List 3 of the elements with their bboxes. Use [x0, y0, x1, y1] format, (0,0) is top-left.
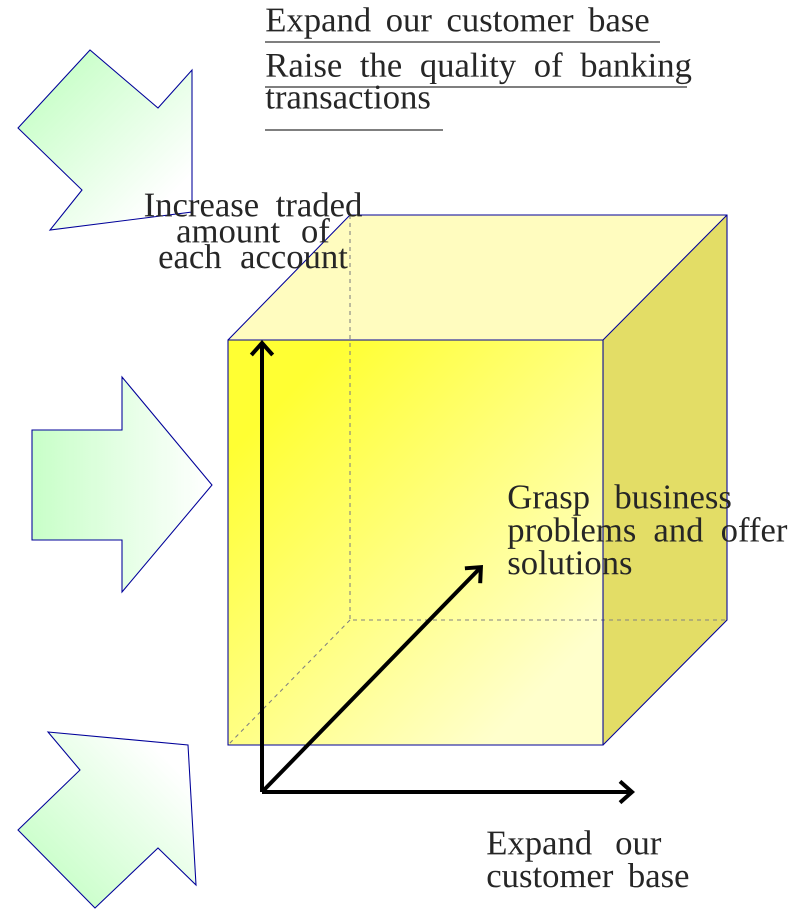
underlined-heading: Expand our customer base [265, 7, 660, 43]
axis-label: Expand our customer base [487, 830, 688, 888]
underlined-heading: Raise the quality of banking transactions [265, 52, 692, 131]
